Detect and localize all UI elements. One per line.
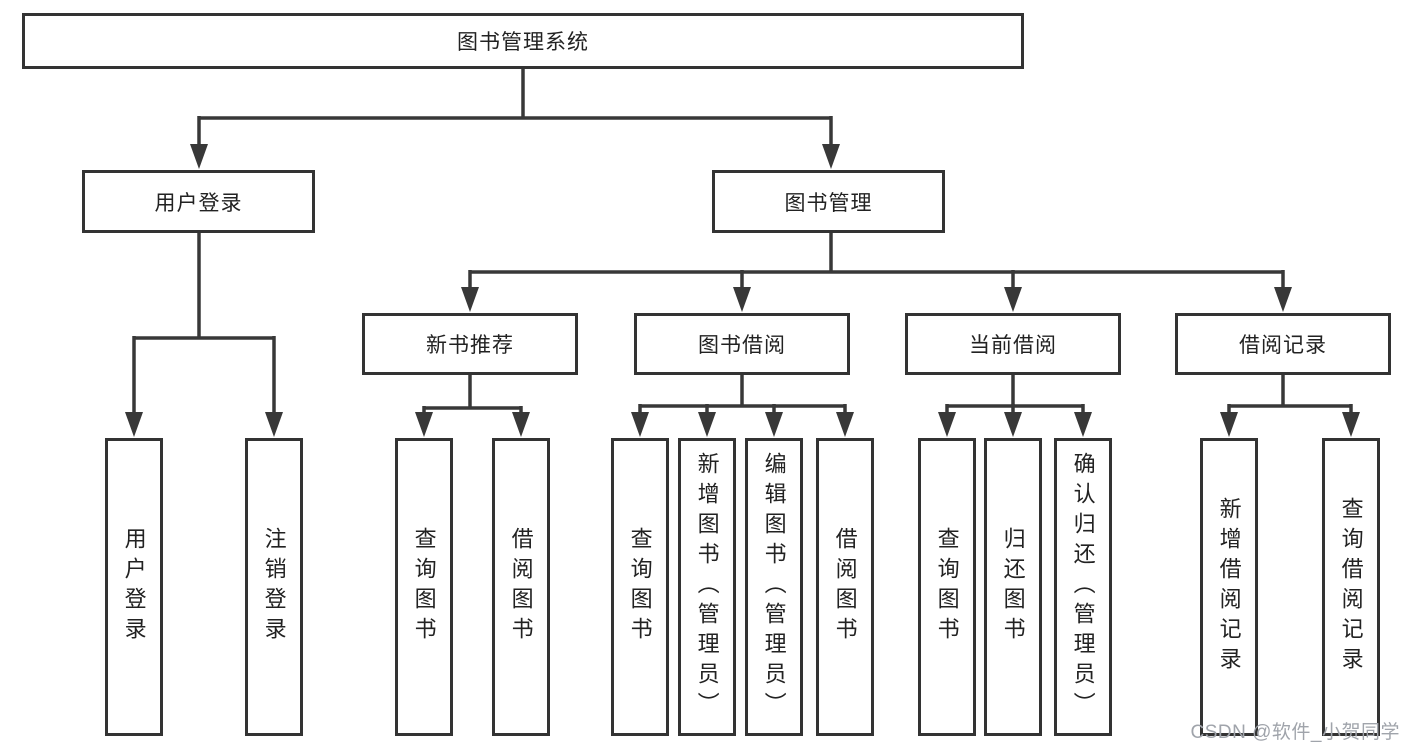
node-borrow-book-recommend: 借阅图书 (492, 438, 550, 736)
arrow-book-management-icon (822, 144, 840, 169)
node-new-book-recommend-label: 新书推荐 (426, 334, 514, 357)
node-root-label: 图书管理系统 (457, 31, 589, 54)
node-book-borrow: 图书借阅 (634, 313, 850, 375)
node-borrow-book-recommend-label: 借阅图书 (508, 527, 534, 647)
node-query-book-recommend-label: 查询图书 (411, 527, 437, 647)
node-query-book-current-label: 查询图书 (934, 527, 960, 647)
node-user-login-leaf-label: 用户登录 (121, 527, 147, 647)
node-borrow-record-label: 借阅记录 (1239, 334, 1327, 357)
node-logout-label: 注销登录 (261, 527, 287, 647)
node-add-borrow-record: 新增借阅记录 (1200, 438, 1258, 736)
node-confirm-return-admin-label: 确认归还（管理员） (1070, 452, 1096, 722)
node-borrow-book: 借阅图书 (816, 438, 874, 736)
arrow-book-borrow-icon (733, 287, 751, 312)
node-book-management-label: 图书管理 (784, 191, 873, 215)
arrow-user-login-leaf-icon (125, 412, 143, 437)
arrow-borrow-book-recommend-icon (512, 412, 530, 437)
arrow-new-book-recommend-icon (461, 287, 479, 312)
node-book-management: 图书管理 (712, 170, 945, 233)
csdn-watermark: CSDN @软件_小贺同学 (1190, 722, 1400, 743)
node-new-book-recommend: 新书推荐 (362, 313, 578, 375)
node-add-book-admin-label: 新增图书（管理员） (694, 452, 720, 722)
arrow-logout-icon (265, 412, 283, 437)
node-return-book-label: 归还图书 (1000, 527, 1026, 647)
node-return-book: 归还图书 (984, 438, 1042, 736)
arrow-borrow-book-icon (836, 412, 854, 437)
arrow-add-book-icon (698, 412, 716, 437)
node-book-borrow-label: 图书借阅 (698, 334, 786, 357)
arrow-confirm-return-icon (1074, 412, 1092, 437)
arrow-query-borrow-record-icon (1342, 412, 1360, 437)
arrow-edit-book-icon (765, 412, 783, 437)
node-user-login-leaf: 用户登录 (105, 438, 163, 736)
node-logout: 注销登录 (245, 438, 303, 736)
arrow-current-borrow-icon (1004, 287, 1022, 312)
node-query-book-borrow: 查询图书 (611, 438, 669, 736)
node-query-book-borrow-label: 查询图书 (627, 527, 653, 647)
arrow-query-book-borrow-icon (631, 412, 649, 437)
arrowheads (125, 144, 1360, 437)
node-confirm-return-admin: 确认归还（管理员） (1054, 438, 1112, 736)
node-borrow-book-label: 借阅图书 (832, 527, 858, 647)
node-edit-book-admin: 编辑图书（管理员） (745, 438, 803, 736)
arrow-query-book-recommend-icon (415, 412, 433, 437)
node-user-login: 用户登录 (82, 170, 315, 233)
node-edit-book-admin-label: 编辑图书（管理员） (761, 452, 787, 722)
node-add-book-admin: 新增图书（管理员） (678, 438, 736, 736)
arrow-query-book-current-icon (938, 412, 956, 437)
node-current-borrow: 当前借阅 (905, 313, 1121, 375)
node-user-login-label: 用户登录 (154, 191, 243, 215)
node-current-borrow-label: 当前借阅 (969, 334, 1057, 357)
node-root: 图书管理系统 (22, 13, 1024, 69)
node-add-borrow-record-label: 新增借阅记录 (1216, 497, 1242, 677)
node-query-borrow-record-label: 查询借阅记录 (1338, 497, 1364, 677)
node-query-book-current: 查询图书 (918, 438, 976, 736)
arrow-user-login-icon (190, 144, 208, 169)
node-query-book-recommend: 查询图书 (395, 438, 453, 736)
arrow-return-book-icon (1004, 412, 1022, 437)
node-borrow-record: 借阅记录 (1175, 313, 1391, 375)
arrow-borrow-record-icon (1274, 287, 1292, 312)
arrow-add-borrow-record-icon (1220, 412, 1238, 437)
node-query-borrow-record: 查询借阅记录 (1322, 438, 1380, 736)
